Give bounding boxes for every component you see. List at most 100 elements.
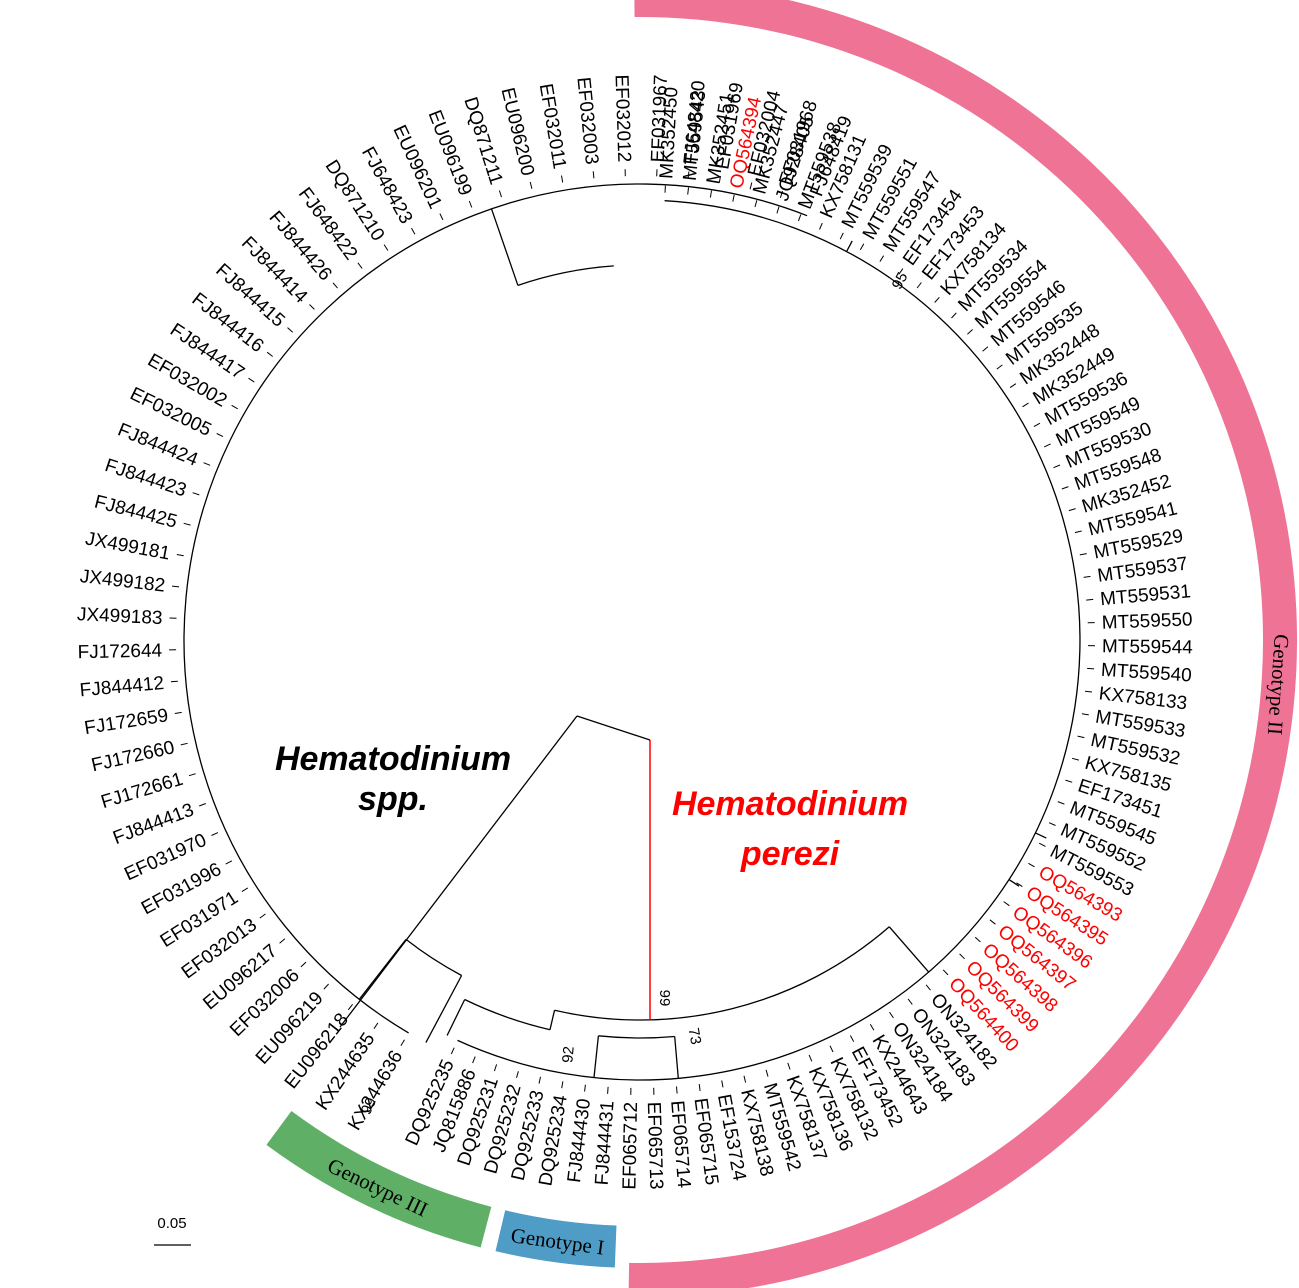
leaf-tick xyxy=(809,201,814,209)
leaf-tick xyxy=(1068,508,1076,512)
leaf-tick xyxy=(776,206,780,214)
node-tick xyxy=(1008,879,1020,887)
leaf-tick xyxy=(687,171,690,179)
leaf-tick xyxy=(1053,464,1061,469)
leaf-tick xyxy=(951,312,957,319)
leaf-label: MT559540 xyxy=(1100,660,1192,687)
bootstrap-value: 99 xyxy=(656,990,673,1007)
leaf-tick xyxy=(934,296,940,303)
leaf-tick xyxy=(383,244,389,251)
leaf-tick xyxy=(1038,842,1046,847)
tree-branches xyxy=(169,169,1096,1095)
leaf-tick xyxy=(982,346,989,352)
leaf-tick xyxy=(839,232,844,240)
leaf-tick xyxy=(592,171,595,179)
leaf-tick xyxy=(967,329,973,335)
leaf-tick xyxy=(1057,801,1065,805)
leaf-tick xyxy=(687,187,689,195)
leaf-label: MK352450 xyxy=(656,86,682,179)
leaf-tick xyxy=(1043,443,1051,448)
branch xyxy=(358,939,407,1000)
leaf-tick xyxy=(323,983,329,990)
spp-backbone xyxy=(183,183,808,1034)
leaf-tick xyxy=(1022,402,1029,408)
perezi-clade-title-line2: perezi xyxy=(740,835,841,873)
leaf-tick xyxy=(996,364,1003,370)
perezi-clade-title-line1: Hematodinium xyxy=(672,785,908,823)
leaf-tick xyxy=(225,860,233,865)
branch xyxy=(593,1035,600,1078)
leaf-tick xyxy=(1028,862,1035,868)
leaf-tick xyxy=(849,1035,855,1042)
leaf-tick xyxy=(765,1069,769,1077)
leaf-tick xyxy=(959,953,965,960)
leaf-tick xyxy=(248,377,255,383)
leaf-label: EF032003 xyxy=(572,76,602,165)
bootstrap-value: 73 xyxy=(685,1027,705,1046)
leaf-tick xyxy=(829,1045,834,1053)
spp-internal-arc xyxy=(405,938,462,977)
leaf-tick xyxy=(287,327,294,333)
scale-bar-label: 0.05 xyxy=(157,1215,186,1232)
branch xyxy=(446,999,466,1036)
leaf-tick xyxy=(1016,882,1023,888)
leaf-tick xyxy=(898,268,904,275)
leaf-label: JX499181 xyxy=(84,528,172,564)
leaf-tick xyxy=(584,1084,586,1092)
leaf-tick xyxy=(1009,383,1017,389)
leaf-tick xyxy=(373,1022,379,1029)
leaf-tick xyxy=(676,1086,678,1094)
leaf-tick xyxy=(199,803,206,807)
leaf-tick xyxy=(529,181,533,189)
leaf-tick xyxy=(468,200,473,208)
leaf-tick xyxy=(1085,690,1093,693)
leaf-tick xyxy=(1065,779,1073,783)
leaf-tick xyxy=(743,1075,747,1083)
leaf-label: JX499182 xyxy=(79,566,166,597)
leaf-label: EU096200 xyxy=(496,86,537,178)
leaf-label: FJ172660 xyxy=(89,737,176,776)
leaf-tick xyxy=(732,194,735,202)
branch xyxy=(549,1010,556,1030)
leaf-tick xyxy=(300,961,307,968)
leaf-tick xyxy=(974,936,981,943)
branch xyxy=(888,926,930,973)
leaf-tick xyxy=(1083,575,1091,578)
leaf-tick xyxy=(1074,530,1082,534)
leaf-label: EF032011 xyxy=(535,82,570,171)
leaf-tick xyxy=(869,1024,875,1031)
leaf-label: EF065713 xyxy=(643,1102,667,1190)
leaf-tick xyxy=(718,175,721,183)
leaf-tick xyxy=(749,182,753,190)
leaf-tick xyxy=(607,1086,609,1094)
leaf-tick xyxy=(907,998,913,1005)
leaf-tick xyxy=(1048,822,1056,826)
leaf-tick xyxy=(266,351,274,357)
leaf-label: JX499183 xyxy=(76,604,162,629)
leaf-tick xyxy=(309,304,315,310)
branch xyxy=(490,208,519,286)
leaf-tick xyxy=(808,1054,813,1062)
leaf-label: MT559531 xyxy=(1099,581,1191,610)
root-branch xyxy=(576,715,651,741)
leaf-tick xyxy=(1086,598,1094,601)
leaf-tick xyxy=(889,1011,894,1019)
genotype-I-III-backbone xyxy=(457,999,893,1081)
perezi-internal-arc xyxy=(554,926,890,1021)
genotype-I-arc xyxy=(598,1035,675,1039)
branch xyxy=(674,1036,679,1079)
leaf-tick xyxy=(472,1056,476,1064)
node-tick xyxy=(1035,832,1047,839)
leaf-tick xyxy=(332,282,338,289)
leaf-tick xyxy=(754,200,758,208)
leaf-tick xyxy=(450,1047,455,1055)
leaf-tick xyxy=(538,1076,541,1084)
leaf-tick xyxy=(516,1071,519,1079)
leaf-label: FJ648420 xyxy=(680,80,710,166)
leaf-tick xyxy=(942,969,949,976)
leaf-label: FJ844425 xyxy=(92,491,179,532)
leaf-tick xyxy=(211,832,219,836)
leaf-labels: MK352450MT559543MK352451OQ564394MK352447… xyxy=(76,74,1193,1190)
